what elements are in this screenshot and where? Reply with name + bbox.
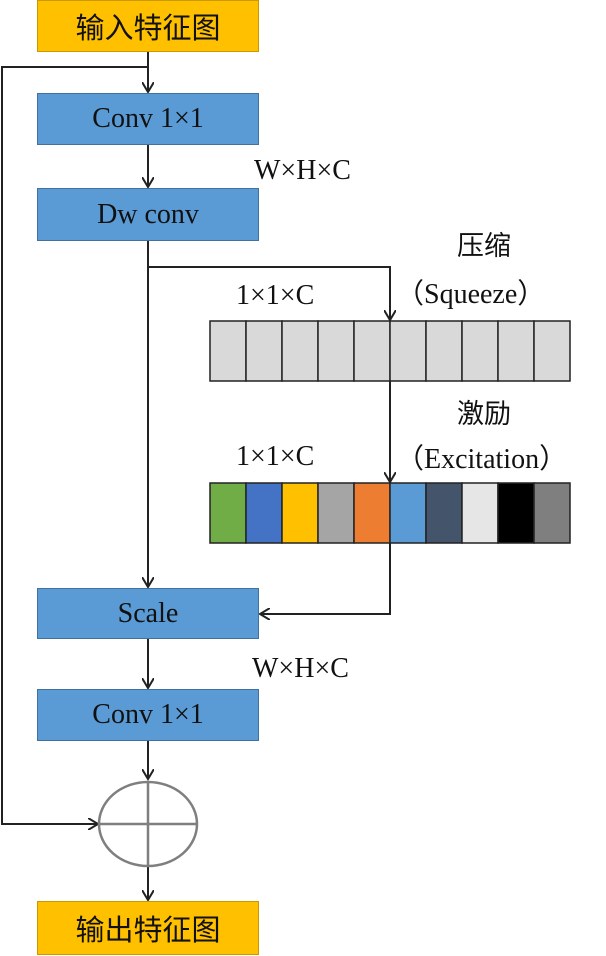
scale-box: Scale — [37, 588, 259, 639]
add-node-icon — [97, 780, 199, 868]
input-feature-map-label: 输入特征图 — [75, 11, 221, 45]
squeeze-cell — [461, 320, 499, 382]
squeeze-cell — [533, 320, 571, 382]
excitation-cell — [353, 482, 391, 544]
squeeze-cell — [317, 320, 355, 382]
excitation-cell — [281, 482, 319, 544]
whc-bottom-label: W×H×C — [252, 653, 349, 684]
squeeze-cell — [209, 320, 247, 382]
squeeze-cell — [353, 320, 391, 382]
excitation-title-en: （Excitation） — [396, 444, 568, 475]
conv1-label: Conv 1×1 — [92, 103, 204, 134]
squeeze-cell — [425, 320, 463, 382]
squeeze-title-en: （Squeeze） — [396, 279, 546, 310]
dwconv-label: Dw conv — [97, 198, 199, 230]
squeeze-vector — [209, 320, 571, 382]
excitation-cell — [533, 482, 571, 544]
excitation-cell — [317, 482, 355, 544]
conv1-box: Conv 1×1 — [37, 93, 259, 145]
scale-label: Scale — [117, 597, 179, 629]
conv2-label: Conv 1×1 — [92, 699, 204, 730]
squeeze-cell — [389, 320, 427, 382]
squeeze-cell — [497, 320, 535, 382]
excitation-dim-label: 1×1×C — [236, 441, 315, 472]
squeeze-cell — [245, 320, 283, 382]
arrow-excitation-to-scale — [260, 543, 391, 614]
excitation-cell — [209, 482, 247, 544]
squeeze-dim-label: 1×1×C — [236, 280, 315, 311]
excitation-cell — [389, 482, 427, 544]
output-feature-map-box: 输出特征图 — [37, 901, 259, 955]
excitation-title-cn: 激励 — [457, 399, 511, 430]
dwconv-box: Dw conv — [37, 188, 259, 241]
excitation-cell — [497, 482, 535, 544]
squeeze-title-cn: 压缩 — [457, 231, 511, 262]
input-feature-map-box: 输入特征图 — [37, 0, 259, 52]
excitation-cell — [245, 482, 283, 544]
skip-connection-line — [1, 66, 148, 824]
excitation-vector — [209, 482, 571, 544]
excitation-cell — [425, 482, 463, 544]
excitation-cell — [461, 482, 499, 544]
conv2-box: Conv 1×1 — [37, 689, 259, 741]
squeeze-cell — [281, 320, 319, 382]
whc-top-label: W×H×C — [254, 155, 351, 186]
arrow-dwconv-to-squeeze — [148, 266, 390, 320]
output-feature-map-label: 输出特征图 — [75, 913, 221, 947]
